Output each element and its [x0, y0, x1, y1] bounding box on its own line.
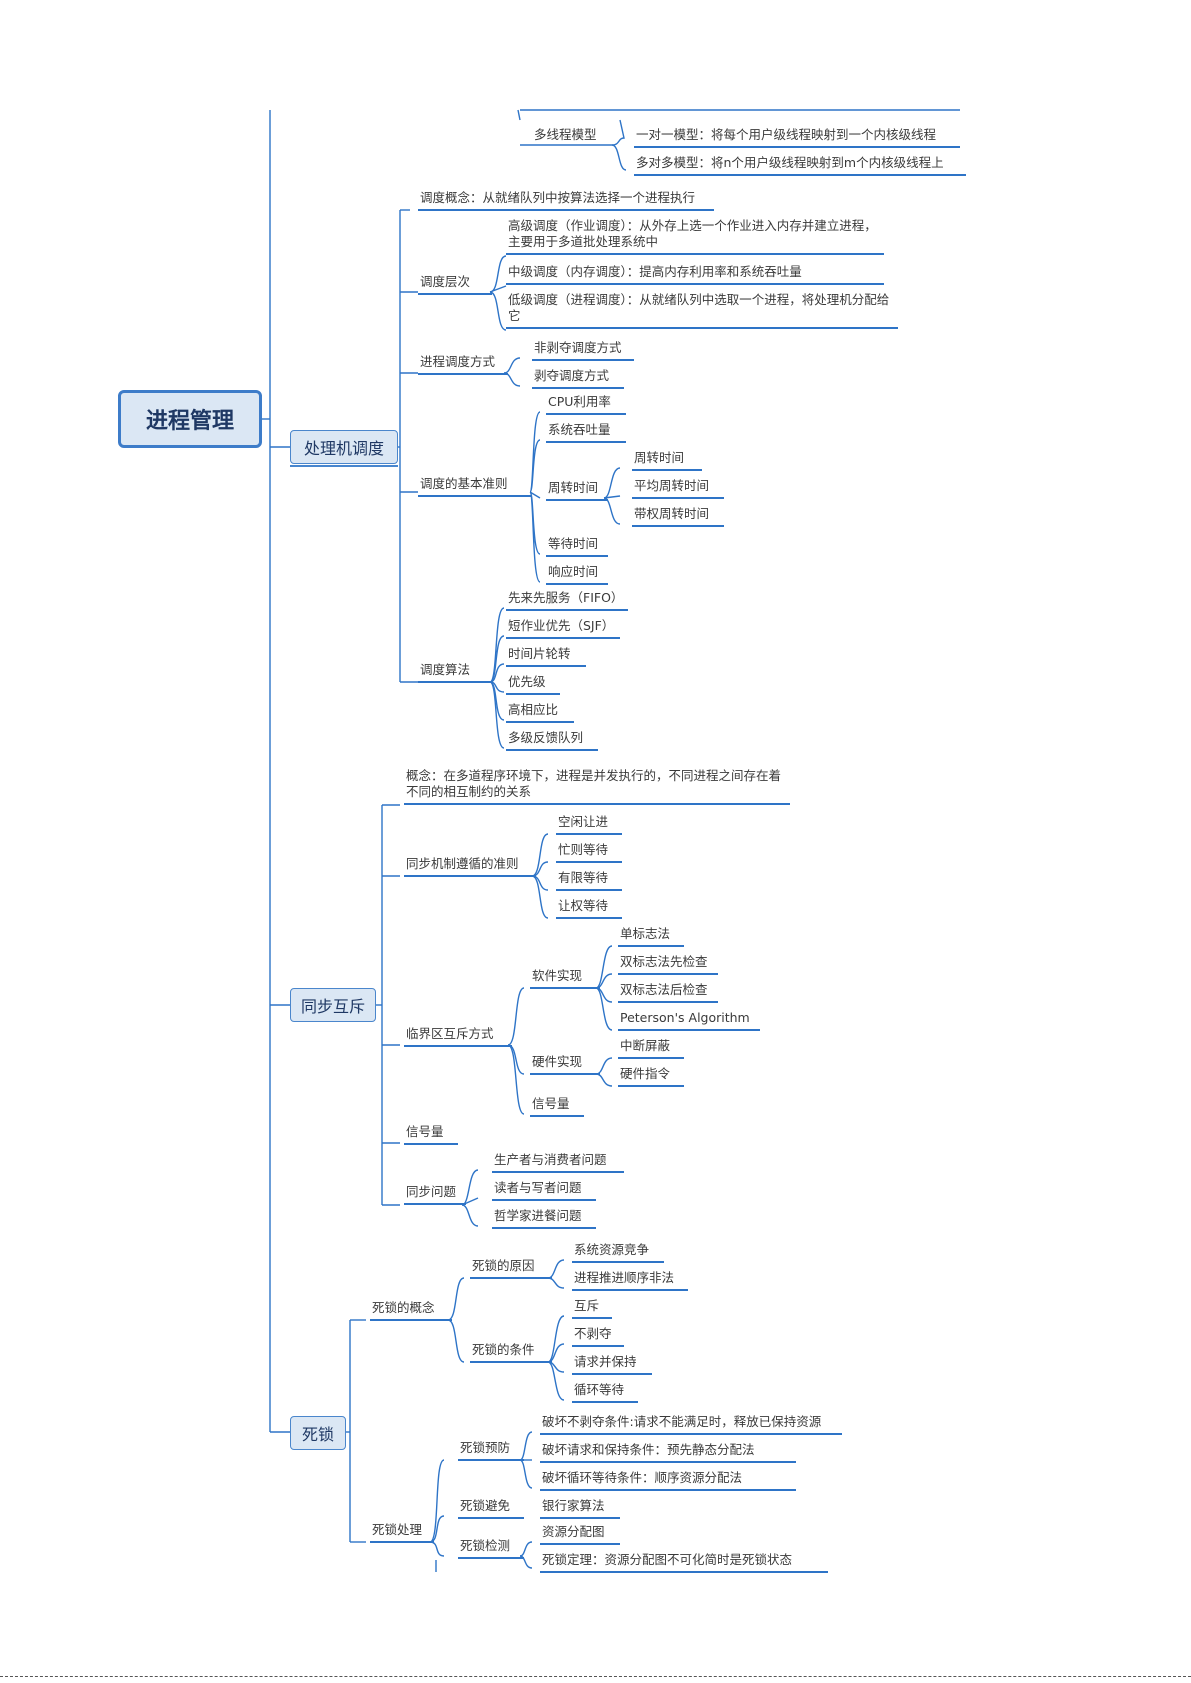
- node-circular: 循环等待: [572, 1382, 638, 1403]
- node-sched-levels: 调度层次: [418, 274, 492, 295]
- node-criteria: 调度的基本准则: [418, 476, 532, 497]
- node-double-check-after: 双标志法后检查: [618, 982, 718, 1003]
- node-throughput: 系统吞吐量: [546, 422, 626, 443]
- node-rr: 时间片轮转: [506, 646, 586, 667]
- node-double-check-first: 双标志法先检查: [618, 954, 718, 975]
- node-sjf: 短作业优先（SJF）: [506, 618, 620, 639]
- node-priority: 优先级: [506, 674, 560, 695]
- node-fifo: 先来先服务（FIFO）: [506, 590, 628, 611]
- node-semaphore: 信号量: [404, 1124, 458, 1145]
- node-critical: 临界区互斥方式: [404, 1026, 512, 1047]
- node-philosophers: 哲学家进餐问题: [492, 1208, 596, 1229]
- node-response: 响应时间: [546, 564, 608, 585]
- node-thread-model: 多线程模型: [534, 127, 597, 142]
- node-no-preempt: 不剥夺: [572, 1326, 624, 1347]
- node-cpu: CPU利用率: [546, 394, 626, 415]
- node-busy: 忙则等待: [556, 842, 622, 863]
- node-hrrn: 高相应比: [506, 702, 574, 723]
- main-node-deadlock: 死锁: [290, 1416, 346, 1450]
- node-break-hold: 破坏请求和保持条件：预先静态分配法: [540, 1442, 796, 1463]
- node-dl-handling: 死锁处理: [370, 1522, 434, 1543]
- page-bottom-divider: [0, 1676, 1191, 1677]
- node-sched-high: 高级调度（作业调度）：从外存上选一个作业进入内存并建立进程，主要用于多道批处理系…: [506, 218, 884, 255]
- node-interrupt: 中断屏蔽: [618, 1038, 684, 1059]
- node-weighted-turnaround: 带权周转时间: [632, 506, 724, 527]
- node-sched-concept: 调度概念：从就绪队列中按算法选择一个进程执行: [418, 190, 714, 211]
- node-detection: 死锁检测: [458, 1538, 524, 1559]
- node-waiting: 等待时间: [546, 536, 608, 557]
- node-software: 软件实现: [530, 968, 600, 989]
- node-break-no-preempt: 破坏不剥夺条件:请求不能满足时，释放已保持资源: [540, 1414, 842, 1435]
- node-turnaround: 周转时间: [546, 480, 608, 501]
- node-bounded: 有限等待: [556, 870, 622, 891]
- node-hw-instr: 硬件指令: [618, 1066, 684, 1087]
- node-sync-concept: 概念：在多道程序环境下，进程是并发执行的，不同进程之间存在着不同的相互制约的关系: [404, 768, 790, 805]
- node-nonpreempt: 非剥夺调度方式: [532, 340, 634, 361]
- main-node-scheduling: 处理机调度: [290, 430, 398, 464]
- node-idle: 空闲让进: [556, 814, 622, 835]
- node-many-to-many: 多对多模型：将n个用户级线程映射到m个内核级线程上: [634, 155, 966, 176]
- node-sync-rules: 同步机制遵循的准则: [404, 856, 536, 877]
- node-banker: 银行家算法: [540, 1498, 620, 1519]
- node-sched-mode: 进程调度方式: [418, 354, 508, 375]
- node-sched-mid: 中级调度（内存调度）：提高内存利用率和系统吞吐量: [506, 264, 884, 285]
- node-avoidance: 死锁避免: [458, 1498, 524, 1519]
- root-node: 进程管理: [118, 390, 262, 448]
- node-single-flag: 单标志法: [618, 926, 684, 947]
- node-one-to-one: 一对一模型：将每个用户级线程映射到一个内核级线程: [634, 127, 960, 148]
- node-rag: 资源分配图: [540, 1524, 620, 1545]
- node-mutex: 互斥: [572, 1298, 612, 1319]
- node-break-circular: 破坏循环等待条件：顺序资源分配法: [540, 1470, 796, 1491]
- node-illegal-order: 进程推进顺序非法: [572, 1270, 688, 1291]
- node-dl-concept: 死锁的概念: [370, 1300, 452, 1321]
- node-hardware: 硬件实现: [530, 1054, 600, 1075]
- main-node-sync: 同步互斥: [290, 988, 376, 1022]
- node-dl-conditions: 死锁的条件: [470, 1342, 552, 1363]
- node-sched-low: 低级调度（进程调度）：从就绪队列中选取一个进程，将处理机分配给它: [506, 292, 898, 329]
- node-mlfq: 多级反馈队列: [506, 730, 598, 751]
- node-theorem: 死锁定理：资源分配图不可化简时是死锁状态: [540, 1552, 828, 1573]
- node-producer: 生产者与消费者问题: [492, 1152, 624, 1173]
- node-peterson: Peterson's Algorithm: [618, 1010, 760, 1031]
- node-avg-turnaround: 平均周转时间: [632, 478, 724, 499]
- node-semaphore-sub: 信号量: [530, 1096, 584, 1117]
- node-dl-causes: 死锁的原因: [470, 1258, 552, 1279]
- node-turnaround-time: 周转时间: [632, 450, 702, 471]
- node-yield: 让权等待: [556, 898, 622, 919]
- node-problems: 同步问题: [404, 1184, 466, 1205]
- node-algorithms: 调度算法: [418, 662, 492, 683]
- node-prevention: 死锁预防: [458, 1440, 524, 1461]
- node-readers: 读者与写者问题: [492, 1180, 596, 1201]
- node-preempt: 剥夺调度方式: [532, 368, 624, 389]
- node-competition: 系统资源竞争: [572, 1242, 664, 1263]
- node-hold-wait: 请求并保持: [572, 1354, 652, 1375]
